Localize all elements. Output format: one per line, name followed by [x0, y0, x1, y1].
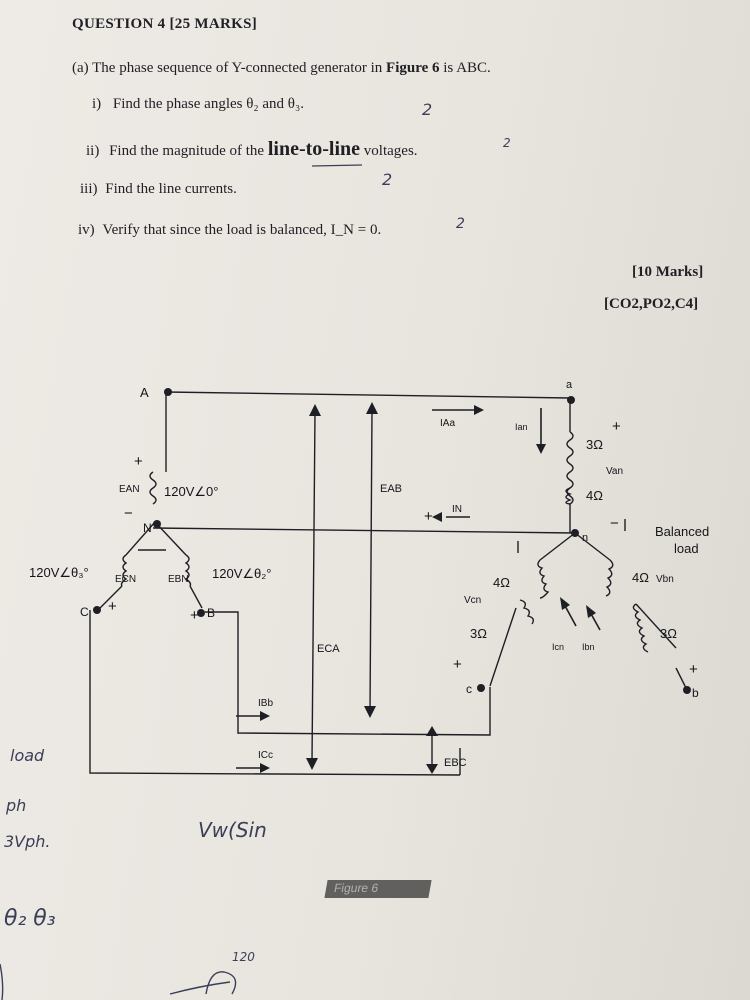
reactance-b-label: 4Ω	[632, 570, 649, 585]
node-N-label: N	[143, 521, 152, 535]
vcn-plus: +	[453, 656, 462, 673]
part-a-text-post: is ABC.	[439, 60, 491, 76]
ebn-plus: +	[190, 607, 199, 624]
figure-caption-stamp: Figure 6	[324, 880, 432, 898]
balanced-load-label-2: load	[674, 541, 699, 556]
item-iv-text: Verify that since the load is balanced, …	[102, 222, 382, 238]
ebc-plus: +	[424, 508, 433, 525]
hand-mark-iii: 2	[382, 170, 393, 189]
part-a-statement: (a) The phase sequence of Y-connected ge…	[72, 60, 491, 77]
hand-bottom-120: 120	[232, 950, 255, 964]
van-minus: −	[610, 515, 619, 532]
hand-mark-iv: 2	[456, 216, 465, 232]
node-n-label: n	[582, 532, 588, 544]
item-iii-text: Find the line currents.	[105, 181, 237, 197]
ibn-label: Ibn	[582, 642, 595, 652]
hand-side-2: ph	[6, 796, 27, 815]
ebc-label: EBC	[444, 757, 467, 769]
part-a-text-pre: The phase sequence of Y-connected genera…	[92, 60, 387, 76]
reactance-a-label: 4Ω	[586, 488, 603, 503]
vbn-label: Vbn	[656, 574, 674, 585]
ebn-value: 120V∠θ₂°	[212, 566, 272, 581]
item-iii: iii) Find the line currents.	[80, 181, 237, 198]
in-label: IN	[452, 504, 462, 515]
icn-label: Icn	[552, 642, 564, 652]
ecn-plus: +	[108, 598, 117, 615]
node-C-label: C	[80, 605, 89, 619]
item-ii-pre: Find the magnitude of the	[109, 143, 268, 159]
hand-mark-ii: 2	[503, 136, 511, 150]
item-iii-num: iii)	[80, 181, 98, 197]
iaa-label: IAa	[440, 418, 455, 429]
ibb-label: IBb	[258, 698, 273, 709]
hand-side-3: 3Vph.	[4, 832, 51, 851]
van-plus: +	[612, 418, 621, 435]
question-title: QUESTION 4 [25 MARKS]	[72, 16, 258, 32]
item-i-num: i)	[92, 96, 102, 112]
balanced-load-label-1: Balanced	[655, 524, 709, 539]
hand-mark-i: 2	[422, 100, 433, 119]
item-i: i) Find the phase angles θ₂ and θ₃.	[92, 96, 304, 113]
item-ii-bold: line-to-line	[267, 138, 361, 160]
item-ii: ii) Find the magnitude of the line-to-li…	[86, 138, 418, 161]
part-a-text-bold: Figure 6	[386, 60, 440, 76]
node-B-label: B	[207, 606, 215, 620]
resistor-a-label: 3Ω	[586, 437, 603, 452]
node-A-label: A	[140, 385, 149, 400]
hand-side-1: load	[10, 746, 45, 765]
item-iv-num: iv)	[78, 222, 95, 238]
co-label: [CO2,PO2,C4]	[604, 296, 699, 312]
eca-label: ECA	[317, 643, 340, 655]
ebn-label: EBN	[168, 574, 189, 585]
node-a-label: a	[566, 379, 573, 391]
hand-bottom-note: Vw(Sin	[198, 818, 267, 842]
van-label: Van	[606, 466, 623, 477]
resistor-b-label: 3Ω	[660, 626, 677, 641]
node-c-label: c	[466, 682, 472, 696]
ean-plus: +	[134, 453, 143, 470]
icc-label: ICc	[258, 750, 273, 761]
reactance-c-label: 4Ω	[493, 575, 510, 590]
ean-label: EAN	[119, 484, 140, 495]
ecn-value: 120V∠θ₃°	[29, 565, 89, 580]
node-b-label: b	[692, 686, 699, 700]
item-ii-num: ii)	[86, 143, 100, 159]
figure-caption: Figure 6	[332, 881, 380, 895]
part-a-label: (a)	[72, 60, 89, 76]
item-i-text: Find the phase angles θ₂ and θ₃.	[112, 96, 304, 112]
item-iv: iv) Verify that since the load is balanc…	[78, 222, 381, 239]
ecn-label: ECN	[115, 574, 136, 585]
hand-side-4: θ₂ θ₃	[4, 906, 56, 931]
resistor-c-label: 3Ω	[470, 626, 487, 641]
item-ii-post: voltages.	[360, 143, 418, 159]
vbn-plus: +	[689, 661, 698, 678]
marks-label: [10 Marks]	[632, 264, 704, 280]
ean-minus: −	[124, 505, 133, 522]
ian-label: Ian	[515, 422, 528, 432]
eab-label: EAB	[380, 483, 402, 495]
ean-value: 120V∠0°	[164, 484, 218, 499]
vcn-label: Vcn	[464, 595, 481, 606]
